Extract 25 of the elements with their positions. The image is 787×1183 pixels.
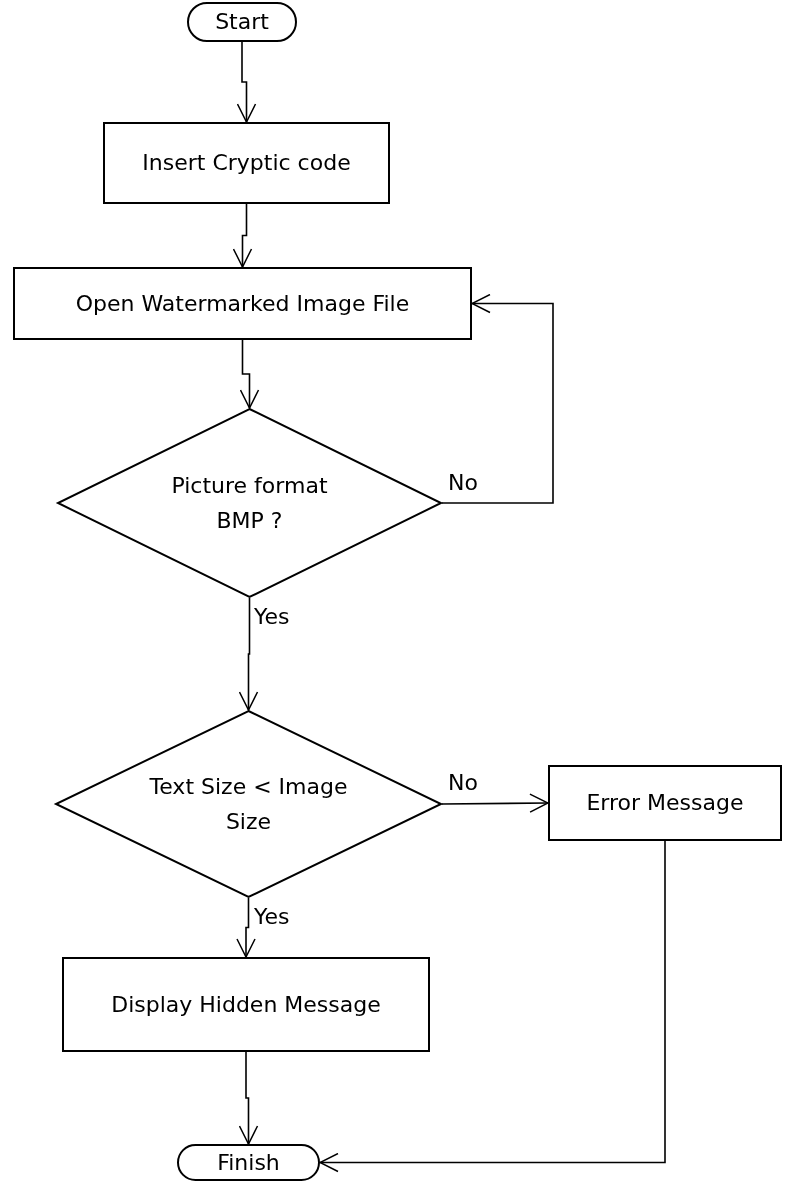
node-label: Text Size < Image Size xyxy=(148,772,349,836)
arrow xyxy=(238,597,259,711)
arrow xyxy=(441,793,549,813)
process-box xyxy=(13,267,472,340)
decision-diamond xyxy=(57,408,442,598)
node-label: Insert Cryptic code xyxy=(142,149,351,178)
decision-diamond xyxy=(55,710,442,898)
process-box xyxy=(103,122,390,204)
node-label: Error Message xyxy=(586,789,744,818)
node-label: Picture format BMP ? xyxy=(170,471,329,535)
arrow xyxy=(319,840,666,1173)
arrow xyxy=(236,897,256,958)
terminal-shape xyxy=(177,1144,320,1181)
node-label: Open Watermarked Image File xyxy=(75,289,410,318)
arrow xyxy=(441,293,554,504)
terminal-shape xyxy=(187,2,297,42)
node-label: Start xyxy=(215,8,269,37)
arrow xyxy=(238,1051,259,1145)
arrow xyxy=(232,203,253,268)
process-box xyxy=(548,765,782,841)
node-label: Finish xyxy=(217,1148,280,1177)
arrow xyxy=(239,339,260,409)
node-label: Display Hidden Message xyxy=(111,990,381,1019)
arrow xyxy=(236,41,257,123)
process-box xyxy=(62,957,430,1052)
